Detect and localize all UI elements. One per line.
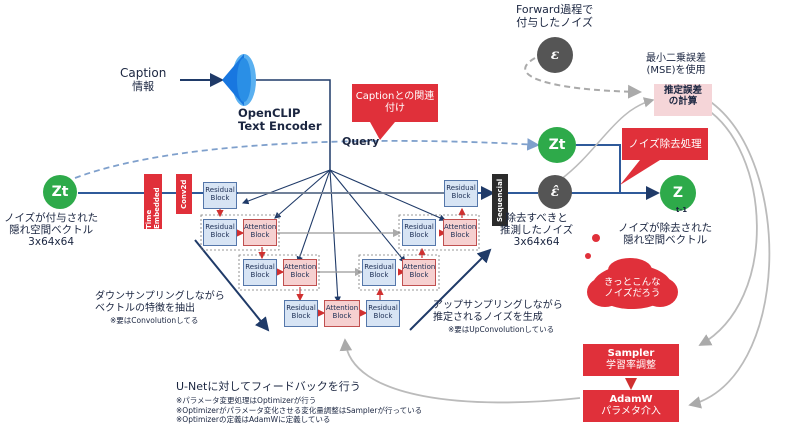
error-to-adamw-line (688, 99, 771, 409)
upsampling-arrow (409, 248, 492, 331)
cloud-text: きっとこんなノイズだろう (604, 277, 661, 299)
internal-arrows (216, 207, 466, 317)
unet-feedback-title: U-Netに対してフィードバックを行う (176, 380, 361, 393)
downsampling-arrow (194, 239, 270, 332)
zt-right-to-sum-line (576, 144, 621, 193)
epsilon-hat-circle: ε̂ (538, 175, 572, 209)
unet-notes: ※パラメータ変更処理はOptimizerが行う※Optimizerがパラメータ変… (176, 396, 423, 424)
z-output-subscript: t-1 (676, 206, 688, 214)
adamw-to-unet-line (339, 338, 581, 404)
block-groups (200, 214, 480, 291)
mse-label: 最小二乗誤差(MSE)を使用 (646, 53, 706, 76)
zt-copy-circle: Zt (538, 127, 576, 163)
error-to-sampler-line (698, 107, 758, 346)
thought-cloud (585, 234, 678, 309)
caption-relation-tail (370, 122, 395, 140)
forward-noise-label: Forward過程で付与したノイズ (516, 3, 594, 29)
downsampling-desc: ダウンサンプリングしながらベクトルの特徴を抽出※要はConvolutionしてる (95, 291, 225, 325)
noise-removal-callout: ノイズ除去処理 (622, 128, 708, 160)
query-label: Query (342, 135, 380, 148)
upsampling-desc: アップサンプリングしながら推定されるノイズを生成※要はUpConvolution… (433, 300, 563, 334)
conv2d-bar: Conv2d (176, 174, 192, 214)
encoder-cone (222, 54, 256, 106)
encoder-to-query-line (256, 79, 331, 170)
epsilon-to-error-dashed-line (524, 57, 642, 99)
epshat-to-error-line (559, 97, 655, 181)
error-calc-box: 推定誤差の計算 (654, 84, 712, 116)
epsilon-circle: ε (537, 37, 573, 73)
zt-copy-dashed-line (74, 138, 540, 179)
skip-connections (238, 192, 445, 277)
zt-input-circle: Zt (43, 175, 77, 209)
time-embedded-bar: Time Embedded (144, 174, 162, 229)
z-output-circle: Z (660, 175, 696, 211)
output-desc: ノイズが除去された隠れ空間ベクトル (618, 222, 713, 246)
query-fanout-lines (241, 169, 447, 304)
caption-relation-callout: Captionとの関連付け (352, 84, 438, 122)
noise-removal-tail (620, 160, 660, 185)
